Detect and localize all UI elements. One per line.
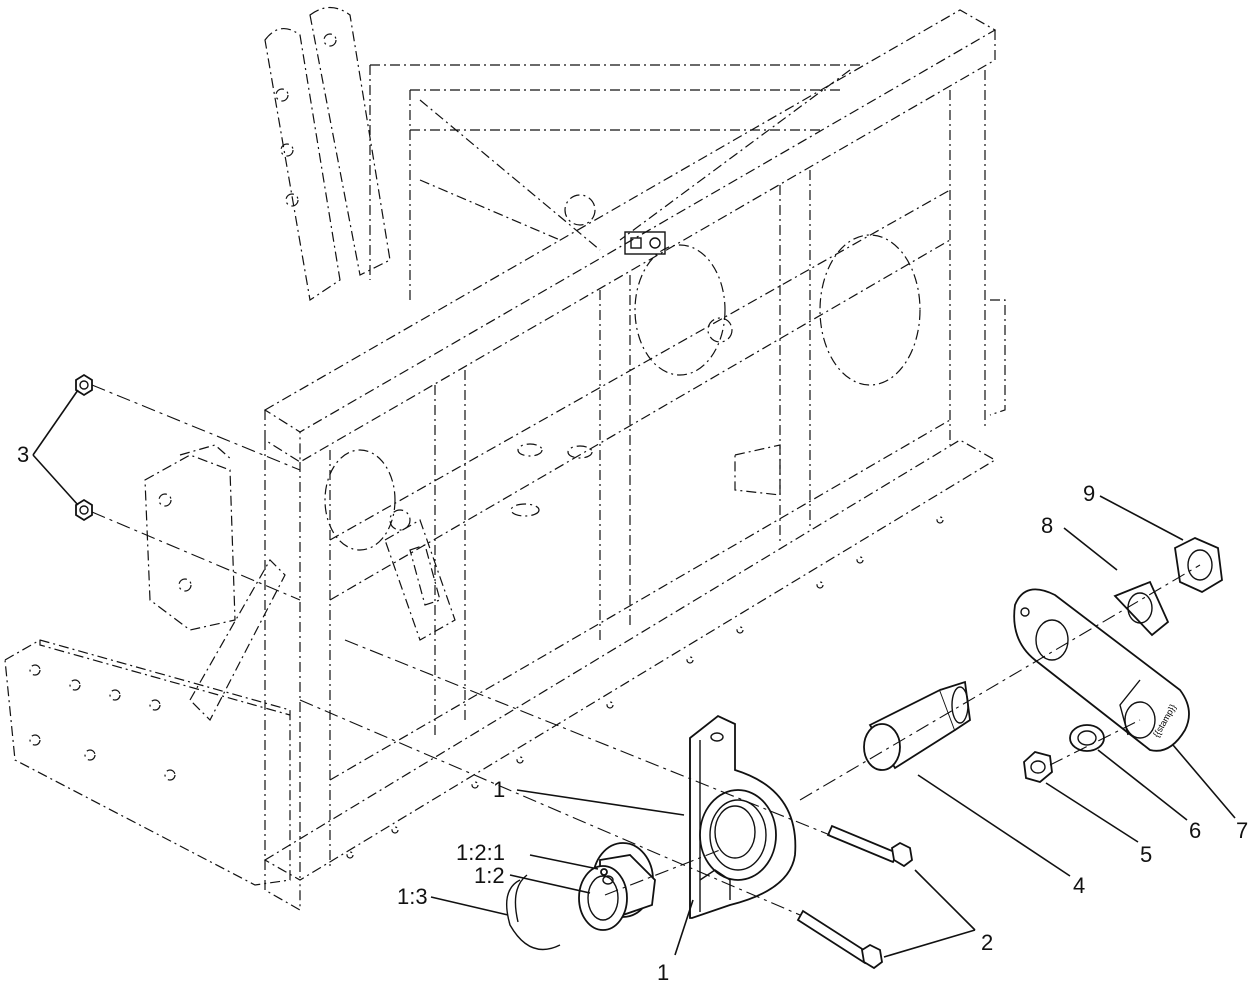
callout-1-3: 1:3 [397, 884, 428, 909]
callout-1-2: 1:2 [474, 863, 505, 888]
callout-6: 6 [1189, 818, 1201, 843]
phantom-frame-assembly [4, 6, 1006, 912]
callout-8: 8 [1041, 513, 1053, 538]
callout-labels: 3 9 8 7 6 5 4 2 1 1 1:2:1 1:2 1:3 [17, 442, 1248, 985]
callout-2: 2 [981, 930, 993, 955]
callout-1-lower: 1 [657, 960, 669, 985]
callout-3: 3 [17, 442, 29, 467]
lock-nut-part-5 [1023, 751, 1053, 783]
snap-ring-part-1-3 [506, 874, 561, 951]
bolt-part-2-upper [826, 824, 913, 868]
jam-nut-part-9 [1174, 537, 1223, 594]
callout-5: 5 [1140, 842, 1152, 867]
set-screw-part-1-2-1 [600, 868, 608, 876]
bolt-part-2-lower [796, 909, 883, 970]
callout-1-upper: 1 [493, 777, 505, 802]
callout-7: 7 [1236, 818, 1248, 843]
washer-part-6 [1069, 724, 1105, 752]
alignment-centerlines [91, 384, 1201, 916]
callout-9: 9 [1083, 481, 1095, 506]
shaft-part-4 [863, 680, 971, 771]
callout-1-2-1: 1:2:1 [456, 840, 505, 865]
nut-part-3-upper [75, 373, 93, 397]
leader-lines [32, 389, 1236, 958]
square-washer-part-8 [1113, 580, 1170, 637]
bearing-housing-part-1 [689, 714, 797, 919]
insert-bearing-part-1-2 [578, 842, 656, 931]
arm-plate-part-7: {{stamp}} [1013, 588, 1190, 752]
callout-4: 4 [1073, 873, 1085, 898]
nut-part-3-lower [75, 498, 93, 522]
